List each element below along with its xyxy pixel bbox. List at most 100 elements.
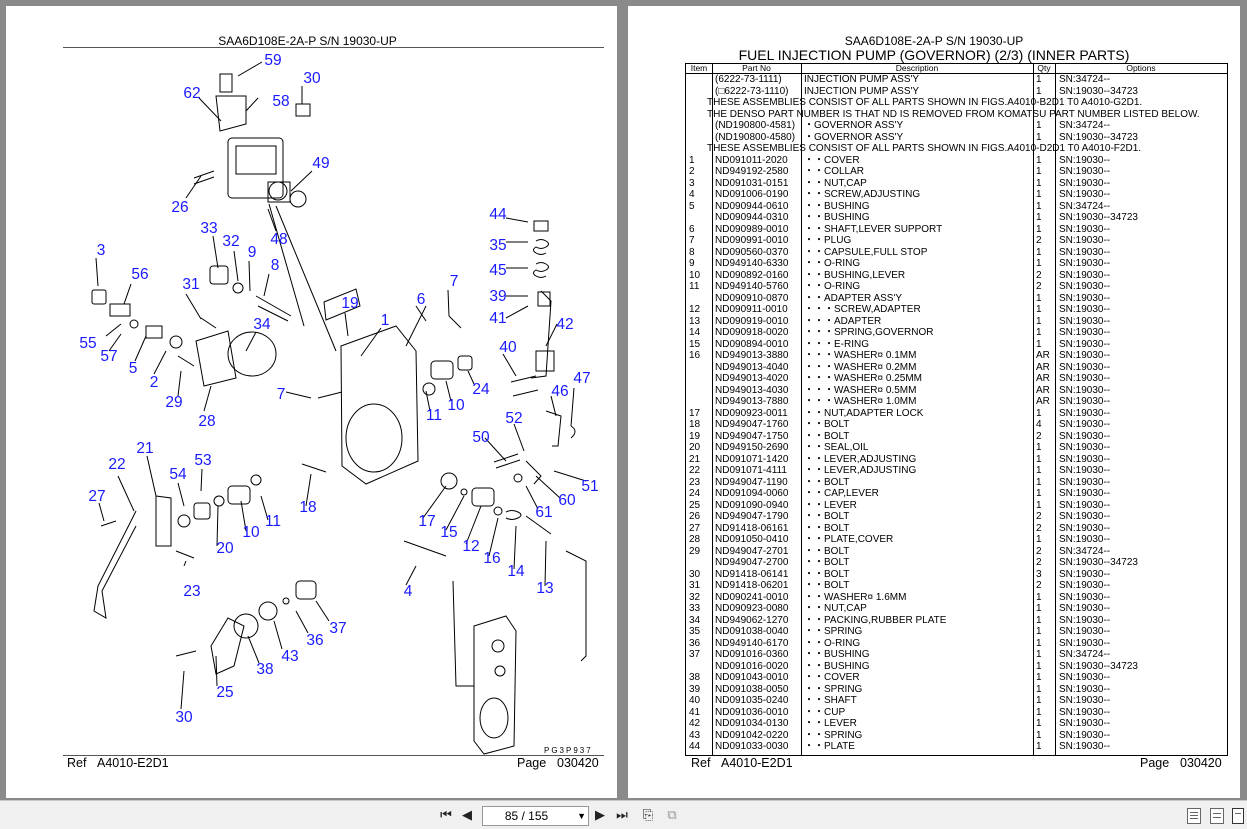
note-text: THE DENSO PART NUMBER IS THAT ND IS REMO… <box>707 108 1200 120</box>
callout-33: 33 <box>200 220 218 237</box>
part-number: ND091035-0240 <box>715 695 789 706</box>
part-qty: 1 <box>1036 465 1042 476</box>
callout-41: 41 <box>489 310 507 327</box>
part-description: ・・・WASHER¤ 1.0MM <box>804 396 917 407</box>
callout-7: 7 <box>449 273 459 290</box>
part-description: ・・・SPRING,GOVERNOR <box>804 327 934 338</box>
first-page-icon[interactable]: ⏮ <box>440 807 452 822</box>
part-qty: 1 <box>1036 315 1042 327</box>
part-number: ND091034-0130 <box>715 718 789 729</box>
right-ref-label: Ref <box>691 756 711 770</box>
part-options: SN:19030-- <box>1059 154 1111 166</box>
part-description: ・・LEVER,ADJUSTING <box>804 465 917 476</box>
part-qty: 1 <box>1036 626 1042 637</box>
part-description: INJECTION PUMP ASS'Y <box>804 74 920 85</box>
callout-43: 43 <box>281 648 299 665</box>
next-page-icon[interactable]: ▶ <box>595 807 605 822</box>
two-page-view-icon[interactable] <box>1232 808 1244 824</box>
part-description: ・・BOLT <box>804 580 850 591</box>
part-options: SN:19030-- <box>1059 476 1111 488</box>
part-number: ND949150-2690 <box>715 442 789 453</box>
left-page-label: Page <box>517 756 547 770</box>
callout-19: 19 <box>341 295 359 312</box>
part-number: ND949013-7880 <box>715 396 789 407</box>
item-number: 36 <box>689 637 701 649</box>
left-ref-label: Ref <box>67 756 87 770</box>
part-options: SN:19030-- <box>1059 706 1111 718</box>
part-number: ND090944-0610 <box>715 200 789 212</box>
part-options: SN:19030-- <box>1059 292 1111 304</box>
part-number: ND091033-0030 <box>715 741 789 752</box>
callout-9: 9 <box>247 244 257 261</box>
parts-list-title: FUEL INJECTION PUMP (GOVERNOR) (2/3) (IN… <box>738 47 1130 63</box>
part-number: ND091011-2020 <box>715 154 788 166</box>
callout-4: 4 <box>403 583 413 600</box>
part-qty: AR <box>1036 384 1050 396</box>
callout-37: 37 <box>329 620 347 637</box>
item-number: 22 <box>689 465 701 476</box>
part-description: ・・BUSHING <box>804 660 870 672</box>
part-number: ND091016-0020 <box>715 660 789 672</box>
left-ref-value: A4010-E2D1 <box>97 756 169 770</box>
right-page-value: 030420 <box>1180 756 1222 770</box>
part-options: SN:19030-- <box>1059 246 1111 258</box>
part-qty: 1 <box>1036 189 1042 200</box>
part-description: ・・WASHER¤ 1.6MM <box>804 591 907 603</box>
callout-57: 57 <box>100 348 118 365</box>
page-number-select[interactable]: 85 / 155 ▼ <box>482 806 589 826</box>
left-header-rule <box>63 47 604 48</box>
last-page-icon[interactable]: ⏭ <box>616 807 628 822</box>
part-qty: 1 <box>1036 131 1042 143</box>
part-description: ・・O-RING <box>804 258 861 269</box>
part-qty: 1 <box>1036 499 1042 511</box>
callout-26: 26 <box>171 199 189 216</box>
part-options: SN:19030-- <box>1059 281 1111 292</box>
rotate-page-icon[interactable]: ⎘ <box>642 807 654 822</box>
callout-3: 3 <box>96 242 106 259</box>
item-number: 3 <box>689 177 695 189</box>
part-qty: 1 <box>1036 74 1042 85</box>
part-description: ・・BUSHING <box>804 649 870 660</box>
part-number: ND090560-0370 <box>715 246 789 258</box>
part-options: SN:19030-- <box>1059 361 1111 373</box>
part-qty: 1 <box>1036 488 1042 499</box>
part-number: ND91418-06161 <box>715 522 789 534</box>
part-qty: 1 <box>1036 706 1042 718</box>
part-options: SN:19030-- <box>1059 235 1111 246</box>
single-page-view-icon[interactable] <box>1187 808 1201 824</box>
item-number: 5 <box>689 200 695 212</box>
part-description: ・・LEVER <box>804 718 857 729</box>
part-options: SN:19030-- <box>1059 465 1111 476</box>
part-number: ND91418-06141 <box>715 568 789 580</box>
callout-59: 59 <box>264 52 282 69</box>
col-header-description: Description <box>895 63 939 73</box>
callout-31: 31 <box>182 276 200 293</box>
part-options: SN:19030-- <box>1059 407 1111 419</box>
part-qty: 1 <box>1036 729 1042 741</box>
copy-page-icon[interactable]: ⧉ <box>667 807 677 822</box>
part-number: (ND190800-4580) <box>715 131 796 143</box>
item-number: 32 <box>689 591 701 603</box>
table-note-row: THE DENSO PART NUMBER IS THAT ND IS REMO… <box>686 109 1227 121</box>
callout-58: 58 <box>272 93 290 110</box>
item-number: 2 <box>689 166 695 177</box>
part-qty: 3 <box>1036 568 1042 580</box>
right-page-header: SAA6D108E-2A-P S/N 19030-UP <box>844 34 1024 48</box>
callout-48: 48 <box>270 231 288 248</box>
callout-34: 34 <box>253 316 271 333</box>
continuous-view-icon[interactable] <box>1210 808 1224 824</box>
part-description: ・・・E-RING <box>804 338 869 350</box>
item-number: 41 <box>689 706 701 718</box>
prev-page-icon[interactable]: ◀ <box>462 807 472 822</box>
